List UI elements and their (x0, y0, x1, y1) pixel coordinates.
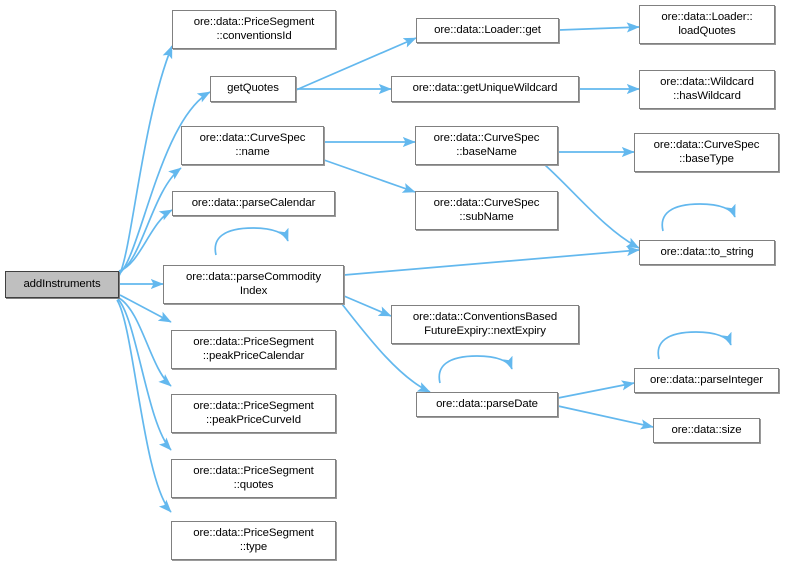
graph-node-label: ore::data::parseCalendar (191, 196, 316, 209)
graph-node-toString[interactable]: ore::data::to_string (639, 240, 775, 265)
graph-node-label: ore::data::to_string (660, 245, 754, 258)
graph-node-label: ore::data::CurveSpec ::baseName (433, 131, 540, 158)
graph-edge (118, 209, 173, 272)
graph-node-baseName[interactable]: ore::data::CurveSpec ::baseName (415, 126, 558, 165)
graph-node-type[interactable]: ore::data::PriceSegment ::type (171, 521, 336, 560)
graph-node-label: ore::data::size (671, 423, 742, 436)
graph-node-label: getQuotes (227, 82, 279, 95)
graph-node-parseDate[interactable]: ore::data::parseDate (416, 392, 558, 417)
graph-node-getUniqueWildcard[interactable]: ore::data::getUniqueWildcard (391, 76, 579, 102)
graph-node-subName[interactable]: ore::data::CurveSpec ::subName (415, 191, 558, 230)
graph-edge (117, 298, 172, 451)
self-loop-edge (661, 203, 736, 232)
graph-edge (323, 159, 416, 193)
graph-node-label: ore::data::Loader::get (434, 23, 541, 36)
graph-edge (118, 91, 211, 275)
graph-node-label: ore::data::ConventionsBased FutureExpiry… (412, 310, 558, 337)
graph-node-label: ore::data::CurveSpec ::name (199, 131, 306, 158)
graph-node-addInstruments[interactable]: addInstruments (5, 271, 119, 298)
graph-edge (116, 299, 172, 513)
graph-node-label: ore::data::Wildcard ::hasWildcard (660, 75, 754, 102)
graph-node-getQuotes[interactable]: getQuotes (210, 76, 296, 102)
graph-edge (557, 380, 635, 399)
graph-node-loaderGet[interactable]: ore::data::Loader::get (416, 18, 559, 43)
graph-node-loadQuotes[interactable]: ore::data::Loader:: loadQuotes (639, 5, 775, 44)
graph-edge (118, 167, 182, 273)
self-loop-edge (657, 331, 732, 360)
graph-node-conventionsId[interactable]: ore::data::PriceSegment ::conventionsId (172, 10, 336, 49)
graph-edge (544, 164, 640, 249)
graph-edge (343, 245, 640, 276)
graph-node-label: ore::data::PriceSegment ::type (193, 526, 314, 553)
graph-node-curveSpecName[interactable]: ore::data::CurveSpec ::name (181, 126, 324, 165)
graph-node-label: ore::data::parseDate (436, 397, 538, 410)
self-loop-edge (438, 355, 513, 384)
graph-node-label: ore::data::parseInteger (650, 373, 763, 386)
graph-node-label: addInstruments (23, 277, 101, 290)
graph-edge (118, 45, 173, 277)
graph-node-label: ore::data::CurveSpec ::subName (433, 196, 540, 223)
graph-node-label: ore::data::PriceSegment ::peakPriceCalen… (193, 335, 314, 362)
graph-node-size[interactable]: ore::data::size (653, 418, 760, 443)
graph-edge (118, 297, 172, 387)
graph-node-nextExpiry[interactable]: ore::data::ConventionsBased FutureExpiry… (391, 305, 579, 344)
graph-node-label: ore::data::getUniqueWildcard (412, 82, 558, 95)
graph-node-label: ore::data::parseCommodity Index (186, 270, 321, 297)
graph-node-label: ore::data::PriceSegment ::conventionsId (193, 15, 315, 42)
graph-edge (558, 22, 640, 33)
graph-edge (343, 295, 392, 317)
graph-node-quotes[interactable]: ore::data::PriceSegment ::quotes (171, 459, 336, 498)
self-loop-edge (214, 227, 289, 256)
graph-node-hasWildcard[interactable]: ore::data::Wildcard ::hasWildcard (639, 70, 775, 109)
graph-node-peakPriceCalendar[interactable]: ore::data::PriceSegment ::peakPriceCalen… (171, 330, 336, 369)
graph-node-parseCalendar[interactable]: ore::data::parseCalendar (172, 191, 335, 216)
graph-node-parseInteger[interactable]: ore::data::parseInteger (634, 368, 779, 393)
graph-node-baseType[interactable]: ore::data::CurveSpec ::baseType (634, 133, 779, 172)
graph-node-label: ore::data::CurveSpec ::baseType (653, 138, 760, 165)
graph-node-label: ore::data::Loader:: loadQuotes (661, 10, 753, 37)
graph-edge (557, 405, 654, 430)
graph-node-peakPriceCurveId[interactable]: ore::data::PriceSegment ::peakPriceCurve… (171, 394, 336, 433)
graph-node-label: ore::data::PriceSegment ::quotes (193, 464, 314, 491)
graph-node-label: ore::data::PriceSegment ::peakPriceCurve… (193, 399, 314, 426)
graph-node-parseCommodityIndex[interactable]: ore::data::parseCommodity Index (163, 265, 344, 304)
